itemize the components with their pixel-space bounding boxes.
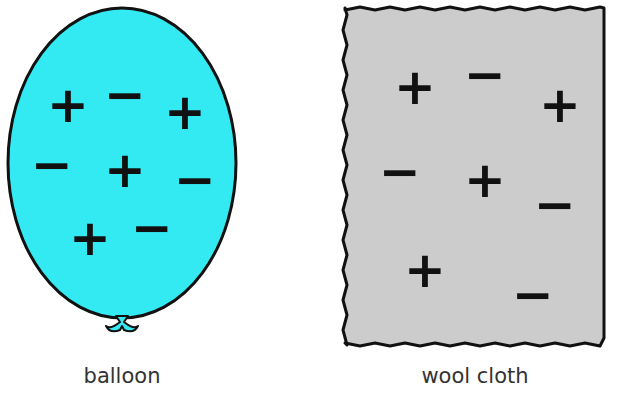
charge-sign: − (104, 70, 146, 120)
charge-sign: + (164, 87, 206, 137)
charge-sign: − (464, 50, 506, 100)
charge-sign: + (464, 155, 506, 205)
charge-sign: + (404, 245, 446, 295)
charge-sign: + (69, 213, 111, 263)
object-caption: balloon (84, 366, 161, 387)
charge-sign: − (534, 180, 576, 230)
charge-sign: − (379, 147, 421, 197)
charge-sign: + (104, 145, 146, 195)
charge-sign: + (539, 80, 581, 130)
charge-sign: − (31, 140, 73, 190)
charge-sign: − (131, 203, 173, 253)
charge-sign: + (394, 62, 436, 112)
charge-sign: − (174, 155, 216, 205)
cloth-body (343, 7, 604, 346)
charge-sign: − (512, 270, 554, 320)
object-caption: wool cloth (421, 366, 528, 387)
balloon-body (8, 8, 236, 318)
charge-sign: + (47, 80, 89, 130)
cloth-shape: +−+−+−+−wool cloth (330, 0, 625, 393)
balloon-shape: +−+−+−+−balloon (0, 0, 250, 393)
balloon-knot (106, 316, 138, 331)
